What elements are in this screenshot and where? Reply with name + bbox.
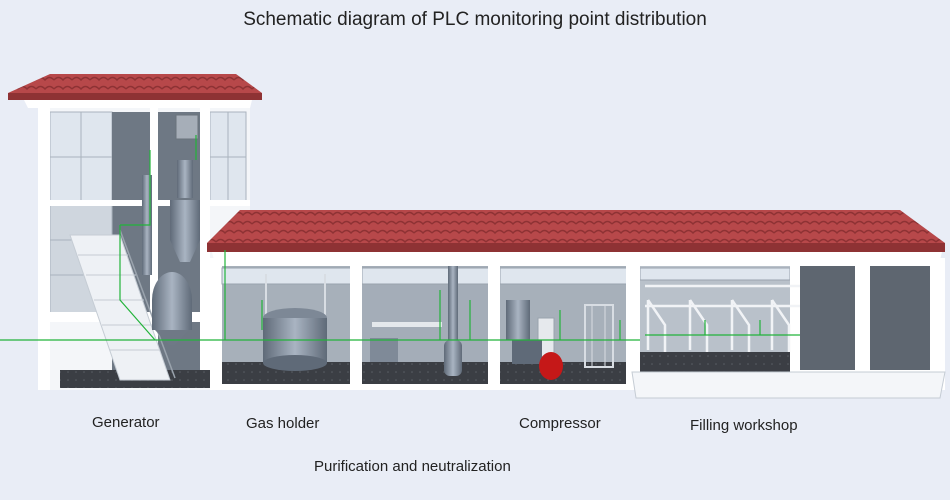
diagram-title: Schematic diagram of PLC monitoring poin… [243,9,707,30]
long-building [207,210,946,399]
compressor-equipment [506,300,614,380]
tower-roof [8,74,262,108]
label-compressor: Compressor [519,415,601,432]
plc-monitoring-lines [0,135,800,341]
filling-racks [645,284,800,352]
generator-equipment [142,114,200,345]
long-roof [207,210,945,260]
label-purification: Purification and neutralization [314,458,511,475]
purification-equipment [370,266,462,376]
tower-stairs [69,229,176,381]
label-gas-holder: Gas holder [246,415,320,432]
label-filling-workshop: Filling workshop [690,417,798,434]
label-generator: Generator [92,414,160,431]
red-tank [539,352,563,380]
